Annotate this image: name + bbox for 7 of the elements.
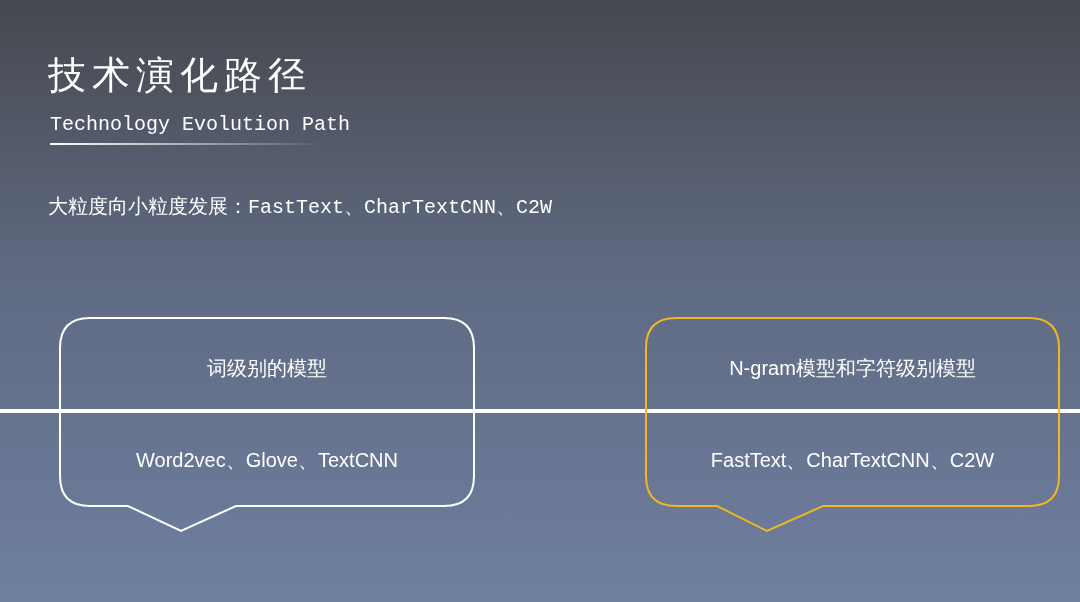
callout-heading: 词级别的模型 — [207, 357, 327, 379]
callout-heading: N-gram模型和字符级别模型 — [729, 357, 976, 379]
subtitle: Technology Evolution Path — [50, 113, 351, 136]
slide-title: 技术演化路径 — [48, 53, 312, 98]
callout-body: Word2vec、Glove、TextCNN — [136, 449, 398, 471]
callout-body: FastText、CharTextCNN、C2W — [710, 449, 995, 471]
intro-text: 大粒度向小粒度发展：FastText、CharTextCNN、C2W — [48, 195, 553, 220]
